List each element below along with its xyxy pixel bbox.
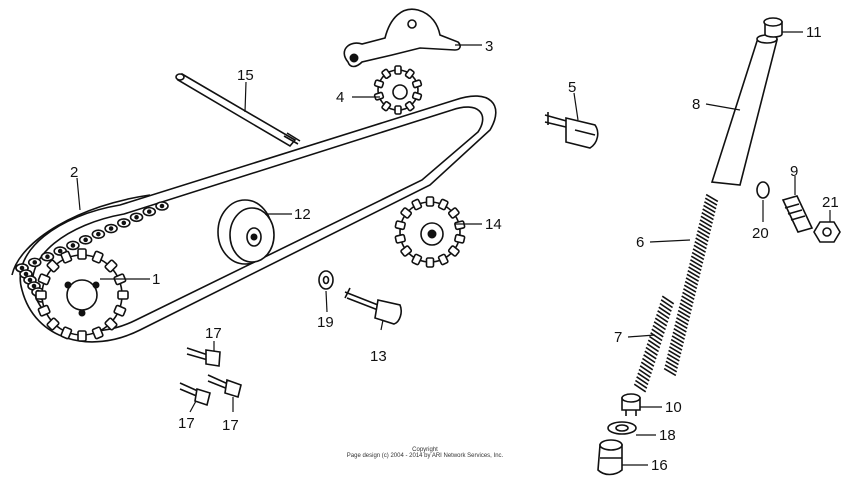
callout-17-upper: 17 <box>205 325 222 342</box>
o-ring <box>756 181 770 199</box>
sealing-washer <box>607 421 637 435</box>
callout-2: 2 <box>70 164 78 181</box>
idler-sprocket <box>394 196 466 268</box>
callout-1: 1 <box>152 271 160 288</box>
callout-9: 9 <box>790 163 798 180</box>
adjuster-bolt <box>621 393 641 416</box>
callout-12: 12 <box>294 206 311 223</box>
leader-lines <box>76 31 831 466</box>
pivot-bolt <box>544 112 599 149</box>
long-spring <box>663 193 719 377</box>
copyright-footer: Copyright Page design (c) 2004 - 2014 by… <box>0 447 850 459</box>
copyright-line-1: Copyright <box>412 447 438 453</box>
roller-bolt <box>344 287 402 325</box>
tensioner-pin <box>175 72 301 148</box>
tensioner-tube <box>710 34 779 186</box>
adjusting-bolt <box>781 195 814 233</box>
callout-16: 16 <box>651 457 668 474</box>
tube-cap <box>763 17 783 38</box>
callout-4: 4 <box>336 89 344 106</box>
callout-11: 11 <box>806 24 822 41</box>
bolt-17-lower-right <box>207 374 242 399</box>
sealing-plug <box>597 439 623 476</box>
callout-21: 21 <box>822 194 839 211</box>
callout-15: 15 <box>237 67 254 84</box>
callout-17-lower-right: 17 <box>222 417 239 434</box>
bolt-17-lower-left <box>179 382 211 407</box>
callout-19: 19 <box>317 314 334 331</box>
callout-5: 5 <box>568 79 576 96</box>
tensioner-arm <box>343 8 461 68</box>
callout-18: 18 <box>659 427 676 444</box>
callout-20: 20 <box>752 225 769 242</box>
callout-8: 8 <box>692 96 700 113</box>
chain-roller <box>217 199 275 265</box>
copyright-line-2: Page design (c) 2004 - 2014 by ARI Netwo… <box>346 453 504 459</box>
callout-7: 7 <box>614 329 622 346</box>
drive-sprocket <box>35 248 129 342</box>
callout-3: 3 <box>485 38 493 55</box>
short-spring <box>633 295 675 393</box>
tensioner-sprocket <box>373 65 423 115</box>
callout-10: 10 <box>665 399 682 416</box>
washer <box>318 270 334 290</box>
lock-nut <box>813 221 841 243</box>
callout-6: 6 <box>636 234 644 251</box>
callout-13: 13 <box>370 348 387 365</box>
callout-17-lower-left: 17 <box>178 415 195 432</box>
bolt-17-upper <box>186 347 221 367</box>
callout-14: 14 <box>485 216 502 233</box>
